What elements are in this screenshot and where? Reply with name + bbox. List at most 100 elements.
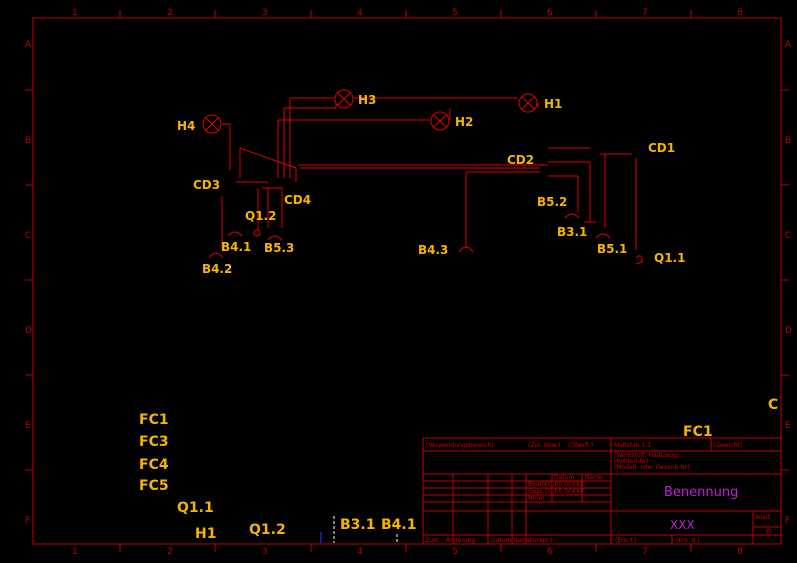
title-block-lines xyxy=(422,437,782,545)
col-label-top-7: 7 xyxy=(642,8,648,18)
title-block-fc1: FC1 xyxy=(683,424,713,440)
tb-zust: Zust. xyxy=(425,537,440,544)
row-label-right-e: E xyxy=(785,421,791,431)
col-label-top-5: 5 xyxy=(452,8,458,18)
bottom-b4-1: B4.1 xyxy=(381,517,416,533)
sensor-b4-3-icon xyxy=(458,246,474,253)
col-label-bottom-6: 6 xyxy=(547,547,553,557)
label-q1-2: Q1.2 xyxy=(245,209,276,223)
legend-fc4: FC4 xyxy=(139,457,169,473)
lamp-symbols xyxy=(202,89,538,134)
tb-ers-d: (Ers. d.) xyxy=(676,537,700,544)
sensor-b5-3-icon xyxy=(267,235,283,241)
lamp-h4-icon xyxy=(202,114,222,134)
tb-modell: (Modell- oder Gesenk-Nr) xyxy=(614,464,690,471)
row-label-left-c: C xyxy=(25,231,31,241)
row-label-left-b: B xyxy=(25,136,31,146)
tb-datum-2: Datum xyxy=(491,537,511,544)
lamp-h2-icon xyxy=(430,111,450,131)
bottom-b3-1: B3.1 xyxy=(340,517,375,533)
tb-aenderung: Änderung xyxy=(446,537,475,544)
row-label-right-a: A xyxy=(785,40,792,50)
lamp-h1-icon xyxy=(518,93,538,113)
tb-drawing-number: XXX xyxy=(670,518,695,532)
col-label-bottom-1: 1 xyxy=(72,547,78,557)
col-label-top-8: 8 xyxy=(737,8,743,18)
col-label-bottom-8: 8 xyxy=(737,547,743,557)
col-label-bottom-7: 7 xyxy=(642,547,648,557)
outer-frame xyxy=(32,17,782,545)
tb-blatt-value: Bl xyxy=(766,528,772,535)
tb-name: Name xyxy=(585,474,603,481)
label-cd3: CD3 xyxy=(193,178,220,192)
column-ticks xyxy=(119,10,692,552)
row-label-left-f: F xyxy=(25,516,30,526)
bottom-markers xyxy=(320,516,398,543)
col-label-bottom-2: 2 xyxy=(167,547,173,557)
tb-norm: Norm xyxy=(528,495,545,502)
tb-blatt: Blatt xyxy=(756,514,771,521)
tb-gepr: Gepr. xyxy=(528,488,544,495)
label-b5-3: B5.3 xyxy=(264,241,294,255)
tb-massstab: Maßstab 1:1 xyxy=(614,442,651,449)
label-cd4: CD4 xyxy=(284,193,311,207)
tb-urspr: (Urspr.) xyxy=(530,537,552,544)
bottom-q1-2: Q1.2 xyxy=(249,522,286,538)
label-b5-1: B5.1 xyxy=(597,242,627,256)
label-h3: H3 xyxy=(358,93,376,107)
legend-fc1: FC1 xyxy=(139,412,169,428)
label-cd1: CD1 xyxy=(648,141,675,155)
row-label-right-c: C xyxy=(785,231,791,241)
lamp-h3-icon xyxy=(334,89,354,109)
col-label-bottom-4: 4 xyxy=(357,547,363,557)
edge-c: C xyxy=(768,397,778,413)
tb-gepr-value: 00.00.00XXX xyxy=(545,488,584,495)
row-ticks xyxy=(25,89,789,471)
label-b4-3: B4.3 xyxy=(418,243,448,257)
label-b5-2: B5.2 xyxy=(537,195,567,209)
col-label-top-4: 4 xyxy=(357,8,363,18)
row-label-right-d: D xyxy=(785,326,792,336)
col-label-bottom-3: 3 xyxy=(262,547,268,557)
tb-zul-abw: (Zul. Abw.) xyxy=(528,442,560,449)
label-h2: H2 xyxy=(455,115,473,129)
col-label-bottom-5: 5 xyxy=(452,547,458,557)
col-label-top-2: 2 xyxy=(167,8,173,18)
legend-fc3: FC3 xyxy=(139,434,169,450)
legend-fc5: FC5 xyxy=(139,478,169,494)
row-label-right-f: F xyxy=(785,516,790,526)
bottom-h1: H1 xyxy=(195,526,216,542)
col-label-top-3: 3 xyxy=(262,8,268,18)
tb-bearb-value: 00.00.00XXX xyxy=(545,481,584,488)
label-h1: H1 xyxy=(544,97,562,111)
label-b3-1: B3.1 xyxy=(557,225,587,239)
label-h4: H4 xyxy=(177,119,195,133)
tb-verwendungsbereich: (Verwendungsbereich) xyxy=(426,442,494,449)
tb-werkstoff: (Werkstoff, Halbzeug) xyxy=(614,452,679,459)
bottom-q1-1: Q1.1 xyxy=(177,500,214,516)
sensor-b5-2-icon xyxy=(564,213,580,219)
row-label-left-a: A xyxy=(25,40,32,50)
label-q1-1: Q1.1 xyxy=(654,251,685,265)
label-b4-2: B4.2 xyxy=(202,262,232,276)
label-b4-1: B4.1 xyxy=(221,240,251,254)
tb-rohteil: (Rohteil-Nr) xyxy=(614,458,649,465)
switch-q1-1-icon xyxy=(635,255,643,265)
sensor-b4-1-icon xyxy=(227,231,243,237)
sensor-symbols xyxy=(208,213,643,265)
row-label-left-d: D xyxy=(25,326,32,336)
tb-oberfl: (Oberfl.) xyxy=(568,442,593,449)
switch-q1-2-icon xyxy=(253,229,261,237)
tb-bearb: Bearb xyxy=(528,481,546,488)
tb-ers-f: (Ers. f.) xyxy=(615,537,636,544)
tb-benennung: Benennung xyxy=(664,485,738,500)
sensor-b4-2-icon xyxy=(208,252,224,259)
sensor-b5-1-icon xyxy=(595,233,611,239)
row-label-right-b: B xyxy=(785,136,791,146)
tb-name-2: Name xyxy=(513,537,531,544)
col-label-top-1: 1 xyxy=(72,8,78,18)
tb-datum: Datum xyxy=(554,474,574,481)
label-cd2: CD2 xyxy=(507,153,534,167)
col-label-top-6: 6 xyxy=(547,8,553,18)
